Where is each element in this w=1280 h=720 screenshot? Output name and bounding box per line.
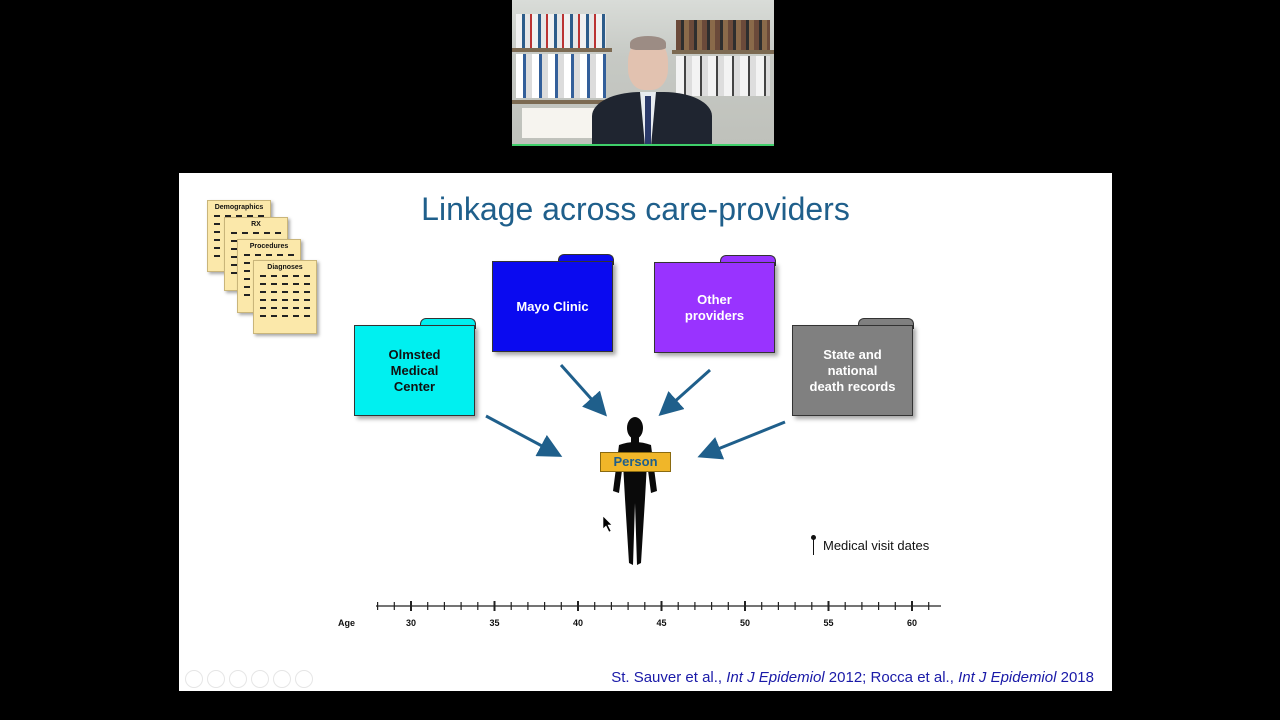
mouse-cursor	[602, 515, 613, 533]
age-axis-label: Age	[338, 618, 356, 628]
arrow-death-records	[697, 420, 786, 460]
slide-title: Linkage across care-providers	[421, 191, 850, 227]
bookshelf	[672, 50, 774, 54]
folder-mayo-clinic: Mayo Clinic	[492, 254, 614, 352]
arrow-olmsted	[485, 414, 563, 457]
folder-other-providers: Other providers	[654, 255, 776, 353]
folder-death-records: State and national death records	[792, 318, 914, 416]
books	[676, 56, 770, 96]
age-timeline-axis	[376, 601, 941, 611]
citation: St. Sauver et al., Int J Epidemiol 2012;…	[611, 669, 1094, 686]
bookshelf	[512, 48, 612, 52]
document-diagnoses: Diagnoses	[253, 260, 317, 334]
more-icon[interactable]	[295, 670, 313, 688]
slide-graphics	[376, 364, 941, 611]
slides-icon[interactable]	[251, 670, 269, 688]
presenter-hair	[630, 36, 666, 50]
slide-control-bar[interactable]	[185, 670, 313, 688]
age-tick-label: 50	[739, 618, 750, 628]
next-slide-icon[interactable]	[207, 670, 225, 688]
zoom-icon[interactable]	[273, 670, 291, 688]
arrow-other	[658, 368, 711, 416]
person-label: Person	[600, 452, 671, 472]
prev-slide-icon[interactable]	[185, 670, 203, 688]
age-tick-label: 30	[405, 618, 416, 628]
folder-olmsted-medical-center: Olmsted Medical Center	[354, 318, 476, 416]
legend-medical-visit-dates: Medical visit dates	[807, 535, 929, 555]
arrow-mayo	[559, 364, 607, 417]
papers	[522, 108, 602, 138]
pin-icon	[807, 535, 821, 555]
age-tick-label: 40	[572, 618, 583, 628]
person-silhouette	[613, 417, 657, 565]
presenter-webcam	[512, 0, 774, 146]
presentation-slide: Linkage across care-providers Demographi…	[179, 173, 1112, 691]
age-tick-label: 35	[489, 618, 500, 628]
age-tick-label: 45	[656, 618, 667, 628]
age-tick-label: 60	[906, 618, 917, 628]
books	[516, 14, 606, 48]
pen-icon[interactable]	[229, 670, 247, 688]
presenter-tie	[645, 96, 651, 144]
books	[516, 54, 606, 98]
bookshelf	[512, 100, 612, 104]
books	[676, 20, 770, 50]
age-tick-label: 55	[823, 618, 834, 628]
